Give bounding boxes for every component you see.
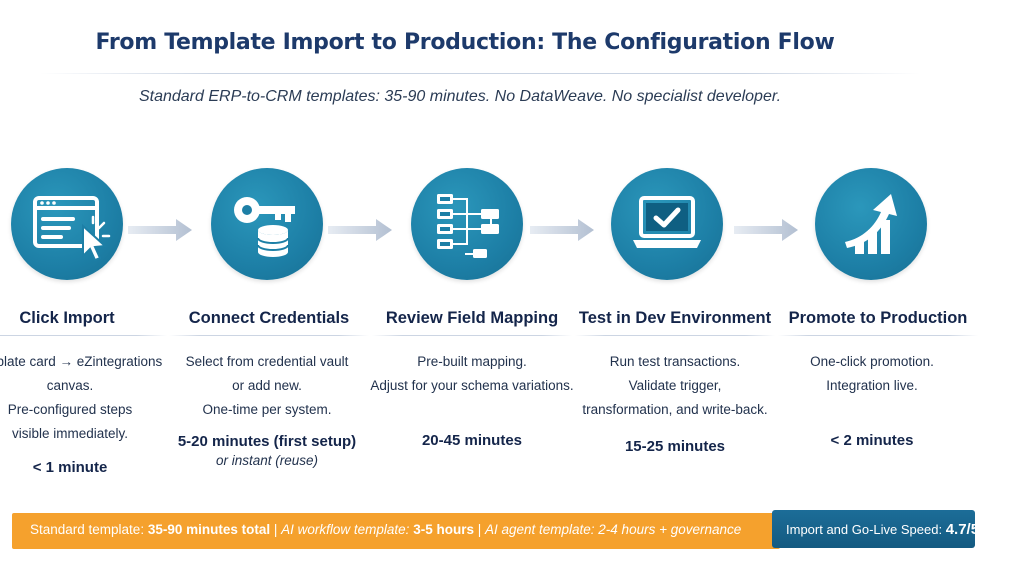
flow-arrow-4 — [734, 216, 800, 244]
ai-agent-label: AI agent template: — [484, 522, 599, 537]
step-4-circle — [611, 168, 723, 280]
step-3-divider — [372, 335, 572, 336]
banner-separator: | — [473, 522, 485, 537]
step-2-desc-line: or add new. — [232, 378, 302, 393]
summary-banner: Standard template: 35-90 minutes total |… — [12, 513, 780, 549]
laptop-check-icon — [633, 196, 701, 248]
step-1-desc-line: visible immediately. — [11, 426, 129, 441]
speed-rating-value: 4.7/5 — [945, 521, 980, 538]
step-4-title: Test in Dev Environment — [578, 309, 772, 327]
step-5-divider — [778, 335, 978, 336]
step-5-circle — [815, 168, 927, 280]
step-2-circle — [211, 168, 323, 280]
ai-workflow-value: 3-5 hours — [413, 522, 474, 537]
step-3-desc-line: Adjust for your schema variations. — [370, 378, 574, 393]
title-divider — [40, 73, 920, 74]
step-5-time: < 2 minutes — [830, 432, 914, 449]
banner-separator: | — [270, 522, 282, 537]
step-3-description: Pre-built mapping. Adjust for your schem… — [362, 350, 582, 398]
step-1-circle — [11, 168, 123, 280]
page-title: From Template Import to Production: The … — [95, 30, 835, 55]
flow-arrow-2 — [328, 216, 394, 244]
std-template-label: Standard template: — [30, 522, 148, 537]
flow-arrow-3 — [530, 216, 596, 244]
step-1-desc-line: canvas. — [46, 378, 94, 393]
step-4-description: Run test transactions. Validate trigger,… — [565, 350, 785, 422]
ai-workflow-label: AI workflow template: — [281, 522, 414, 537]
step-1-description: emplate card → eZintegrations canvas. Pr… — [0, 350, 180, 446]
speed-rating-label: Import and Go-Live Speed: — [786, 522, 946, 537]
ai-agent-value: 2-4 hours + governance — [598, 522, 742, 537]
step-2-desc-line: Select from credential vault — [185, 354, 349, 369]
step-1-desc-line: Pre-configured steps — [7, 402, 133, 417]
key-database-icon — [234, 197, 295, 257]
speed-rating-text: Import and Go-Live Speed: 4.7/5 — [786, 521, 979, 538]
step-4-desc-line: Validate trigger, — [628, 378, 722, 393]
step-2-time-note: or instant (reuse) — [215, 453, 319, 468]
step-5-desc-line: Integration live. — [826, 378, 918, 393]
step-5-title: Promote to Production — [788, 309, 968, 327]
step-4-time: 15-25 minutes — [624, 438, 726, 455]
step-2-time: 5-20 minutes (first setup) — [177, 433, 357, 450]
step-5-description: One-click promotion. Integration live. — [762, 350, 982, 398]
step-2-title: Connect Credentials — [188, 309, 350, 327]
step-3-desc-line: Pre-built mapping. — [417, 354, 527, 369]
summary-banner-text: Standard template: 35-90 minutes total |… — [30, 522, 741, 537]
step-3-time: 20-45 minutes — [421, 432, 523, 449]
step-1-desc-line: emplate card → eZintegrations — [0, 354, 163, 369]
step-5-desc-line: One-click promotion. — [810, 354, 934, 369]
step-4-desc-line: transformation, and write-back. — [582, 402, 768, 417]
step-1-time: < 1 minute — [32, 459, 108, 476]
step-3-title: Review Field Mapping — [385, 309, 559, 327]
step-3-circle — [411, 168, 523, 280]
browser-cursor-icon — [33, 196, 111, 262]
step-1-title: Click Import — [19, 309, 115, 327]
step-2-description: Select from credential vault or add new.… — [157, 350, 377, 422]
step-4-divider — [575, 335, 775, 336]
step-4-desc-line: Run test transactions. — [609, 354, 741, 369]
flow-arrow-1 — [128, 216, 194, 244]
field-mapping-icon — [437, 194, 499, 258]
growth-arrow-icon — [845, 194, 897, 254]
step-1-divider — [0, 335, 167, 336]
step-2-desc-line: One-time per system. — [202, 402, 332, 417]
page-subtitle: Standard ERP-to-CRM templates: 35-90 min… — [138, 88, 782, 105]
step-2-divider — [169, 335, 369, 336]
speed-rating-badge: Import and Go-Live Speed: 4.7/5 — [772, 510, 979, 548]
std-template-value: 35-90 minutes total — [147, 522, 271, 537]
